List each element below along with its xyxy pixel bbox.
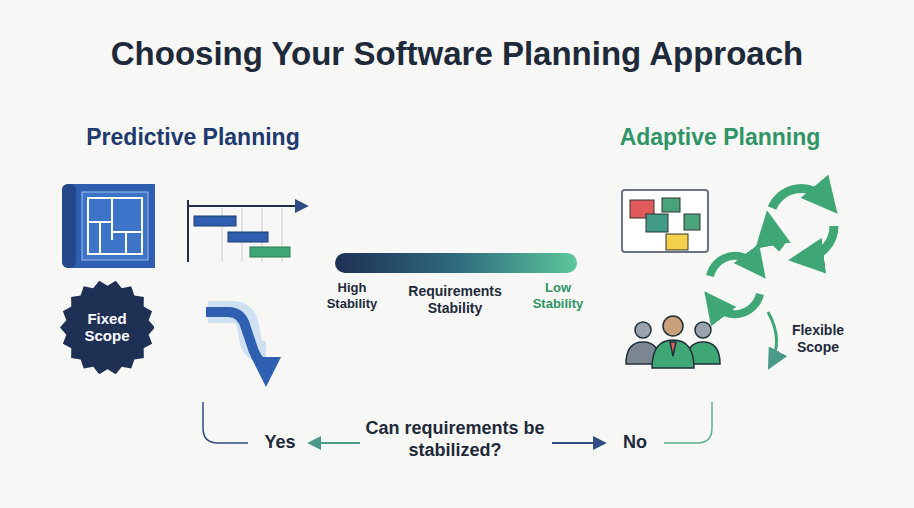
title: Choosing Your Software Planning Approach [0, 34, 914, 74]
scope-label: Flexible Scope [783, 322, 853, 356]
question-label: Can requirements be stabilized? [355, 418, 555, 461]
stability-bar [335, 253, 577, 273]
scale-label: Low Stability [525, 280, 591, 311]
section-heading: Adaptive Planning [600, 124, 840, 152]
gantt-chart-icon [188, 200, 306, 262]
bracket-line [664, 402, 712, 443]
answer-label: Yes [255, 432, 305, 454]
cycle-arrows-icon [770, 189, 834, 258]
badge-text: Fixed Scope [76, 310, 138, 345]
waterfall-arrow [206, 312, 266, 372]
answer-label: No [610, 432, 660, 454]
starburst [60, 280, 155, 374]
flex-arrow [768, 312, 777, 366]
scale-label: Requirements Stability [395, 283, 515, 317]
blueprint-icon [62, 184, 155, 268]
scale-label: High Stability [319, 280, 385, 311]
no-arrow [552, 442, 604, 444]
cycle-arrows-icon [710, 256, 760, 314]
section-heading: Predictive Planning [63, 124, 323, 152]
sticky-board-icon [622, 190, 708, 252]
bracket-line [203, 402, 248, 443]
scope-badge: Fixed Scope [60, 280, 155, 375]
team-icon [626, 316, 720, 368]
yes-arrow [310, 442, 360, 444]
